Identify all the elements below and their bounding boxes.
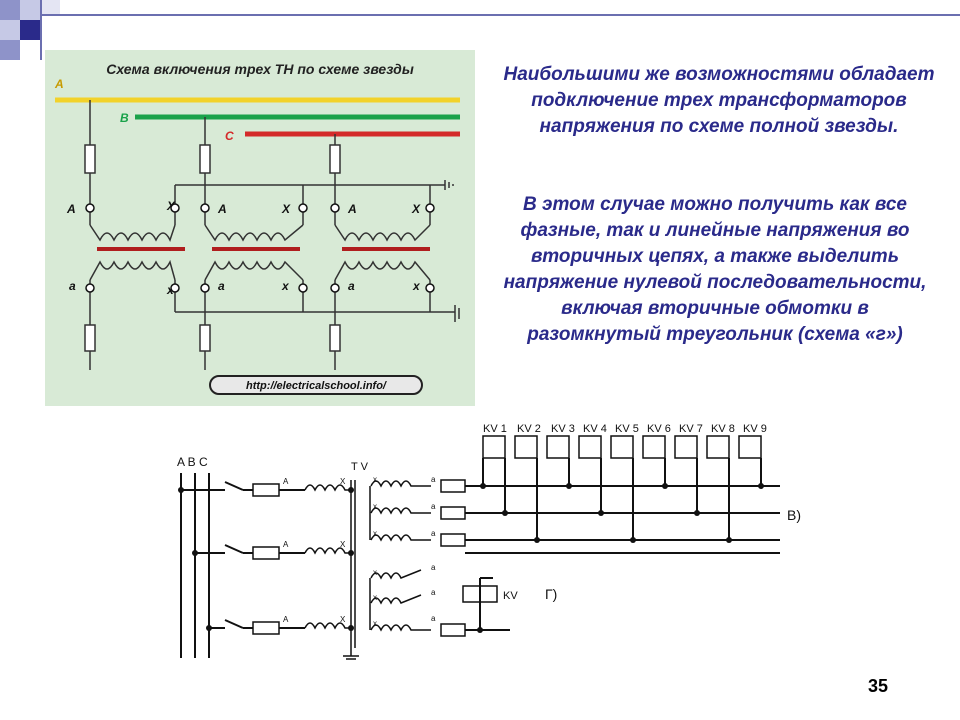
- relay-label-kv8: KV 8: [711, 423, 735, 435]
- winding-label: a: [431, 614, 436, 623]
- page-number: 35: [868, 676, 889, 696]
- winding-label: x: [373, 529, 377, 538]
- winding-label: x: [373, 619, 377, 628]
- bus-label-b: B: [120, 111, 129, 125]
- open-delta-circuit-diagram: A B C T V: [177, 423, 801, 660]
- paragraph-intro: Наибольшими же возможностями обладает по…: [503, 64, 935, 137]
- terminal-label: A: [217, 202, 227, 216]
- terminal-label: a: [218, 279, 225, 293]
- terminal-label: x: [412, 279, 421, 293]
- winding-label: X: [340, 540, 346, 549]
- winding-label: A: [283, 540, 289, 549]
- terminal-label: A: [347, 202, 357, 216]
- winding-label: X: [340, 615, 346, 624]
- paragraph-detail: В этом случае можно получить как все фаз…: [503, 194, 927, 345]
- winding-label: A: [283, 477, 289, 486]
- relay-label-kv3: KV 3: [551, 423, 575, 435]
- terminal-label: x: [166, 283, 175, 297]
- kv-relay-label: KV: [503, 590, 518, 602]
- diagram-title: Схема включения трех ТН по схеме звезды: [106, 61, 414, 77]
- terminal-label: A: [66, 202, 76, 216]
- url-text: http://electricalschool.info/: [246, 380, 388, 392]
- side-rule: [40, 0, 42, 60]
- header-rule: [40, 14, 960, 16]
- winding-label: a: [431, 502, 436, 511]
- relay-label-kv4: KV 4: [583, 423, 607, 435]
- winding-label: a: [431, 475, 436, 484]
- terminal-label: X: [281, 202, 291, 216]
- relay-label-kv7: KV 7: [679, 423, 703, 435]
- bus-label-c: C: [225, 129, 234, 143]
- scheme-label-g: Г): [545, 586, 557, 602]
- winding-label: x: [373, 593, 377, 602]
- terminal-label: a: [348, 279, 355, 293]
- winding-label: A: [283, 615, 289, 624]
- relay-label-kv1: KV 1: [483, 423, 507, 435]
- winding-label: X: [340, 477, 346, 486]
- scheme-label-v: В): [787, 507, 801, 523]
- winding-label: x: [373, 568, 377, 577]
- relay-label-kv2: KV 2: [517, 423, 541, 435]
- url-banner: [209, 375, 423, 395]
- relay-label-kv9: KV 9: [743, 423, 767, 435]
- bus-header: A B C: [177, 455, 208, 469]
- winding-label: x: [373, 502, 377, 511]
- terminal-label: x: [281, 279, 290, 293]
- winding-label: a: [431, 588, 436, 597]
- terminal-label: a: [69, 279, 76, 293]
- star-connection-diagram: Схема включения трех ТН по схеме звезды …: [45, 50, 475, 406]
- terminal-label: X: [411, 202, 421, 216]
- winding-label: x: [373, 475, 377, 484]
- bus-label-a: A: [54, 77, 64, 91]
- tv-label: T V: [351, 461, 369, 473]
- winding-label: a: [431, 563, 436, 572]
- relay-label-kv5: KV 5: [615, 423, 639, 435]
- relay-label-kv6: KV 6: [647, 423, 671, 435]
- winding-label: a: [431, 529, 436, 538]
